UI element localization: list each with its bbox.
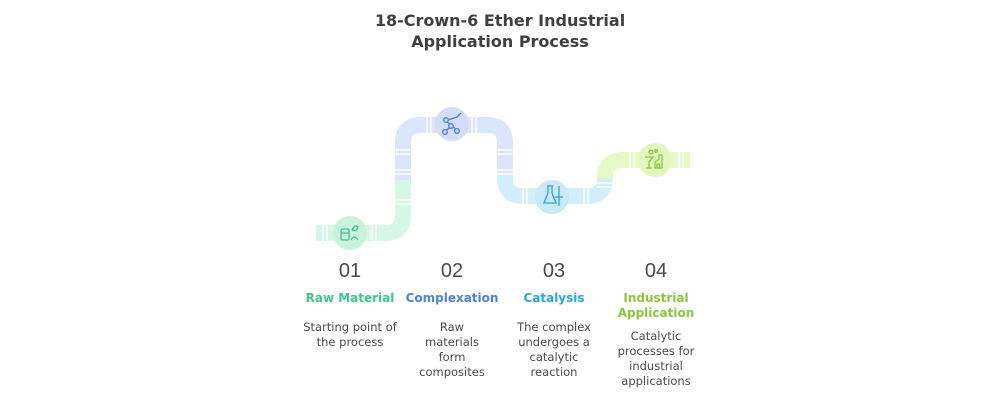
step-description: Catalytic processes for industrial appli… bbox=[617, 329, 695, 388]
title-line-2: Application Process bbox=[411, 32, 589, 51]
step-raw-material: 01 Raw Material Starting point of the pr… bbox=[295, 260, 405, 350]
diagram-title: 18-Crown-6 Ether Industrial Application … bbox=[0, 10, 1000, 52]
factory-icon bbox=[645, 149, 663, 169]
step-node-catalysis bbox=[535, 180, 569, 214]
step-number: 02 bbox=[440, 260, 464, 282]
step-complexation: 02 Complexation Raw materials form compo… bbox=[397, 260, 507, 380]
step-number: 04 bbox=[644, 260, 668, 282]
step-node-raw-material bbox=[333, 216, 367, 250]
raw-materials-icon bbox=[340, 225, 359, 241]
pipe-segment-industrial-application bbox=[597, 152, 690, 179]
step-label: Raw Material bbox=[305, 291, 395, 305]
step-number: 03 bbox=[542, 260, 566, 282]
step-description: Raw materials form composites bbox=[419, 320, 485, 379]
step-industrial-application: 04 Industrial Application Catalytic proc… bbox=[601, 260, 711, 389]
lab-flask-icon bbox=[543, 185, 563, 206]
step-label: Industrial Application bbox=[617, 291, 695, 320]
pipe-segment-raw-material bbox=[316, 180, 411, 241]
step-label: Catalysis bbox=[523, 291, 585, 305]
step-catalysis: 03 Catalysis The complex undergoes a cat… bbox=[499, 260, 609, 380]
step-node-industrial-application bbox=[638, 143, 672, 177]
step-number: 01 bbox=[338, 260, 362, 282]
molecule-network-icon bbox=[442, 112, 462, 135]
step-description: Starting point of the process bbox=[303, 320, 397, 349]
title-line-1: 18-Crown-6 Ether Industrial bbox=[374, 11, 626, 30]
step-label: Complexation bbox=[405, 291, 499, 305]
step-description: The complex undergoes a catalytic reacti… bbox=[517, 320, 591, 379]
step-node-complexation bbox=[435, 107, 469, 141]
